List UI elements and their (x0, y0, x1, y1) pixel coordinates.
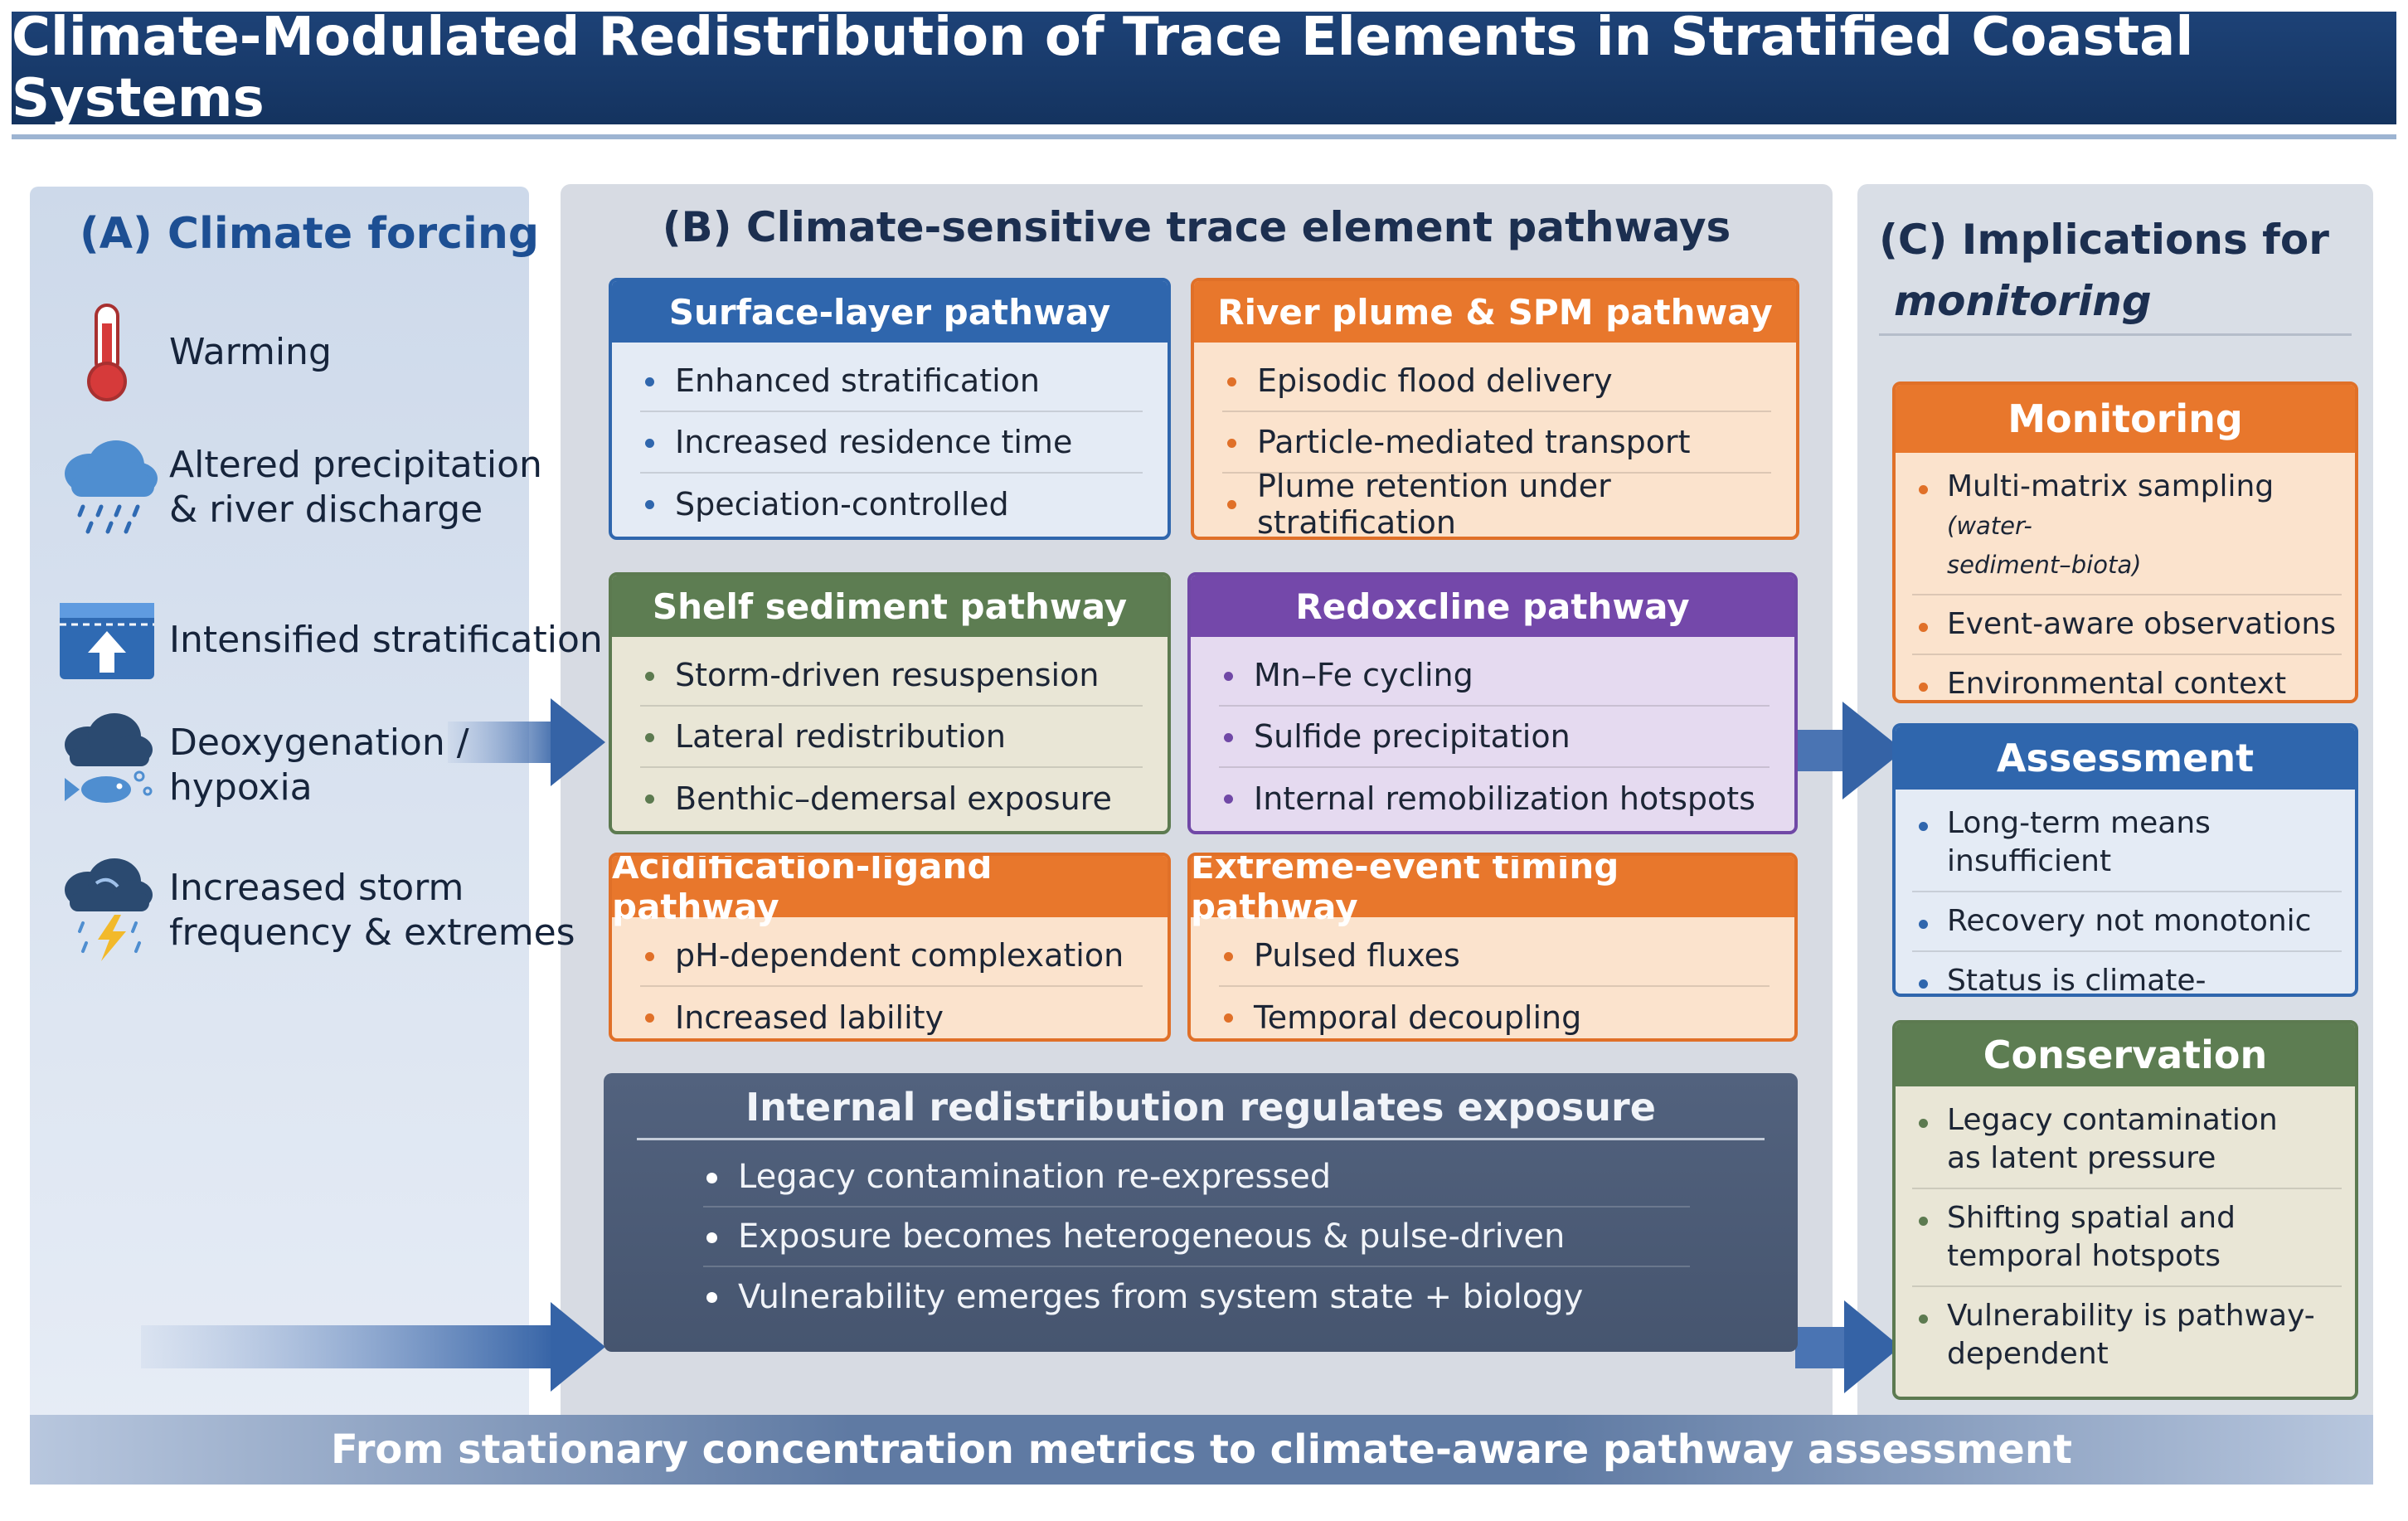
forcing-label-line2: & river discharge (169, 488, 483, 531)
list-item: Event-aware observations (1912, 595, 2342, 655)
list-item: Multi-matrix sampling (water- sediment–b… (1912, 458, 2342, 595)
list-item: Plume retention under stratification (1222, 468, 1771, 537)
list-item: Legacy contamination as latent pressure (1912, 1091, 2342, 1189)
list-item-line: Vulnerability is pathway- (1947, 1299, 2315, 1333)
list-item: Episodic flood delivery (1222, 351, 1771, 412)
forcing-label: Intensified stratification (169, 619, 603, 661)
forcing-label: Increased storm (169, 867, 464, 909)
list-item: Increased lability (640, 987, 1143, 1038)
list-item: Long-term means insufficient (1912, 795, 2342, 892)
panel-c-divider (1879, 333, 2352, 336)
list-item: Environmental context (1912, 655, 2342, 700)
card-title: Shelf sediment pathway (612, 576, 1168, 637)
list-item: Vulnerability is pathway- dependent (1912, 1287, 2342, 1383)
card-title: Surface-layer pathway (612, 281, 1168, 343)
list-item-line: Shifting spatial and (1947, 1201, 2236, 1235)
panel-climate-forcing (30, 187, 529, 1480)
box-title: Monitoring (1896, 385, 2355, 453)
stratification-icon (60, 603, 154, 679)
forcing-item-hypoxia: Deoxygenation / hypoxia (50, 712, 469, 819)
list-item: Internal remobilization hotspots (1219, 768, 1770, 829)
page-title: Climate-Modulated Redistribution of Trac… (12, 7, 2396, 129)
panel-c-title: (C) Implications for monitoring (1879, 209, 2329, 332)
arrow-internal-to-c (1795, 1300, 1901, 1393)
rain-cloud-icon (65, 440, 158, 534)
panel-c-title-line2: monitoring (1894, 277, 2152, 325)
box-monitoring: Monitoring Multi-matrix sampling (water-… (1892, 381, 2358, 703)
card-surface-layer: Surface-layer pathway Enhanced stratific… (609, 278, 1171, 540)
forcing-label: Warming (169, 331, 332, 373)
list-item: Particle-mediated transport (1222, 412, 1771, 474)
list-item: Temporal decoupling (1219, 987, 1770, 1038)
arrow-a-to-b (448, 698, 605, 786)
card-title: River plume & SPM pathway (1194, 281, 1796, 343)
hypoxia-cloud-fish-icon (65, 713, 153, 803)
box-title: Assessment (1896, 726, 2355, 790)
card-river-plume: River plume & SPM pathway Episodic flood… (1191, 278, 1799, 540)
forcing-label: Altered precipitation (169, 444, 542, 486)
list-item: Exposure becomes heterogeneous & pulse-d… (703, 1208, 1690, 1267)
list-item-note: (water- (1947, 512, 2032, 540)
forcing-item-precipitation: Altered precipitation & river discharge (50, 434, 542, 542)
forcing-label-line2: hypoxia (169, 766, 313, 809)
card-shelf-sediment: Shelf sediment pathway Storm-driven resu… (609, 572, 1171, 834)
list-item: Status is climate-modulated (1912, 952, 2342, 994)
list-item-line: dependent (1947, 1337, 2109, 1371)
forcing-item-storms: Increased storm frequency & extremes (50, 857, 575, 965)
panel-c-title-line1: (C) Implications for (1879, 216, 2329, 264)
list-item: Increased residence time (640, 412, 1143, 474)
list-item: Sulfide precipitation (1219, 707, 1770, 768)
list-item: pH-dependent complexation (640, 926, 1143, 987)
list-item-line: temporal hotspots (1947, 1239, 2221, 1273)
forcing-item-stratification: Intensified stratification (50, 586, 603, 694)
title-divider (12, 134, 2396, 139)
list-item: Recovery not monotonic (1912, 892, 2342, 952)
panel-a-title: (A) Climate forcing (80, 209, 540, 259)
list-item: Benthic–demersal exposure (640, 768, 1143, 829)
card-title: Acidification-ligand pathway (612, 856, 1168, 927)
list-item: Pulsed fluxes (1219, 926, 1770, 987)
list-item-text: Multi-matrix sampling (1947, 469, 2274, 503)
forcing-item-warming: Warming (50, 299, 332, 406)
internal-redistribution-box: Internal redistribution regulates exposu… (604, 1073, 1798, 1352)
box-conservation: Conservation Legacy contamination as lat… (1892, 1020, 2358, 1400)
internal-title: Internal redistribution regulates exposu… (745, 1085, 1656, 1130)
list-item: Lateral redistribution (640, 707, 1143, 768)
panel-b-title: (B) Climate-sensitive trace element path… (662, 203, 1731, 251)
list-item-note: sediment–biota) (1947, 551, 2142, 579)
list-item: Storm-driven resuspension (640, 645, 1143, 707)
list-item: Enhanced stratification (640, 351, 1143, 412)
card-title: Extreme-event timing pathway (1191, 856, 1794, 927)
list-item: Vulnerability emerges from system state … (703, 1267, 1690, 1327)
footer-banner: From stationary concentration metrics to… (30, 1415, 2373, 1485)
arrow-b-to-c (1795, 702, 1904, 799)
card-redoxcline: Redoxcline pathway Mn–Fe cycling Sulfide… (1187, 572, 1798, 834)
arrow-a-to-internal (141, 1302, 605, 1392)
storm-cloud-icon (65, 858, 153, 961)
card-title: Redoxcline pathway (1191, 576, 1794, 637)
list-item-line: as latent pressure (1947, 1141, 2216, 1175)
forcing-label: Deoxygenation / (169, 722, 469, 764)
page-title-text: Climate-Modulated Redistribution of Trac… (12, 7, 2194, 129)
list-item: Mn–Fe cycling (1219, 645, 1770, 707)
card-extreme-event-timing: Extreme-event timing pathway Pulsed flux… (1187, 853, 1798, 1042)
forcing-label-line2: frequency & extremes (169, 911, 575, 954)
thermometer-icon (87, 304, 127, 401)
box-assessment: Assessment Long-term means insufficient … (1892, 723, 2358, 997)
list-item-line: Legacy contamination (1947, 1103, 2278, 1137)
internal-divider (637, 1138, 1765, 1140)
list-item: Legacy contamination re-expressed (703, 1148, 1690, 1208)
list-item: Speciation-controlled (640, 474, 1143, 535)
card-acidification-ligand: Acidification-ligand pathway pH-dependen… (609, 853, 1171, 1042)
box-title: Conservation (1896, 1023, 2355, 1086)
footer-text: From stationary concentration metrics to… (331, 1426, 2072, 1473)
list-item: Shifting spatial and temporal hotspots (1912, 1189, 2342, 1287)
